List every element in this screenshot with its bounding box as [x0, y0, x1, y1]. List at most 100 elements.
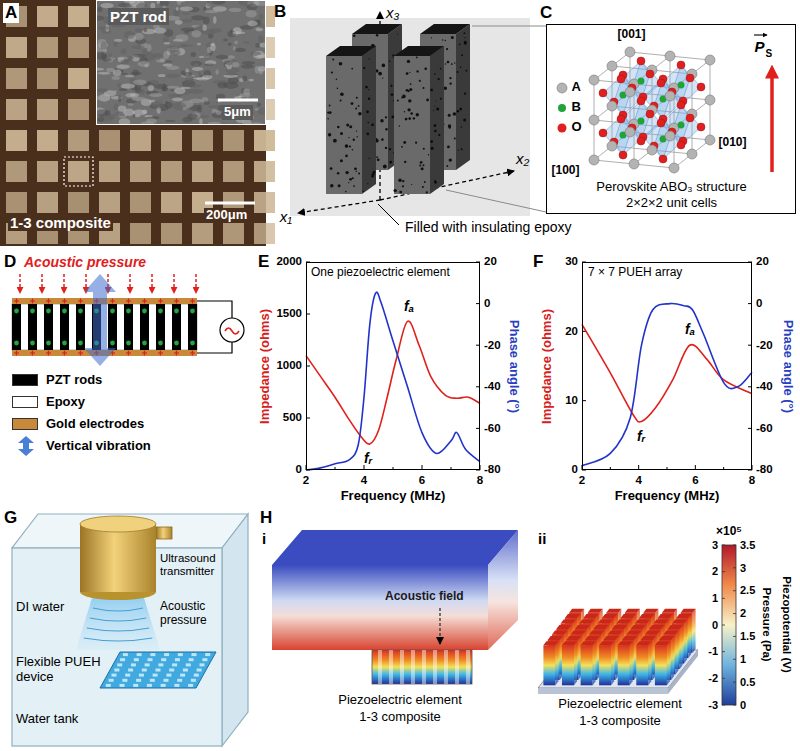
direction-label: [100] [552, 164, 580, 178]
sem-grain [191, 52, 196, 57]
pore [354, 167, 357, 170]
pore [356, 97, 358, 99]
charge-plus [80, 351, 81, 356]
sem-grain [192, 30, 202, 38]
oxygen-atom [686, 114, 694, 122]
tick-label: -3 [708, 699, 718, 712]
pore [426, 191, 428, 193]
sem-grain [175, 94, 183, 96]
pore [398, 179, 401, 182]
composite-pillar [223, 161, 244, 182]
label: Acoustic pressure [24, 254, 146, 270]
label: 200μm [204, 208, 249, 223]
composite-pillar [192, 223, 213, 244]
micrograph [0, 0, 275, 246]
oxygen-atom [697, 83, 705, 91]
rod-top [621, 614, 636, 618]
scale-bar [218, 99, 258, 102]
composite-pillar [130, 130, 151, 151]
polarization-symbol: S [766, 48, 773, 60]
pore [385, 116, 387, 118]
composite-pillar [192, 130, 213, 151]
sem-grain [211, 42, 215, 46]
pore [349, 125, 352, 128]
rod-top [583, 614, 598, 618]
sem-grain [209, 28, 222, 33]
charge-plus [16, 299, 17, 304]
sem-grain [141, 89, 145, 95]
sem-grain [206, 0, 210, 7]
charge-minus [158, 341, 163, 346]
pore [383, 165, 387, 169]
sem-grain [116, 64, 130, 69]
rod-top [548, 636, 563, 640]
pressure-arrow [151, 274, 153, 293]
sem-grain [133, 110, 147, 116]
axis-name: x₃ [386, 4, 399, 21]
tick-mark [733, 545, 736, 546]
pore [399, 191, 402, 194]
rod-side [456, 24, 470, 170]
sem-grain [231, 62, 239, 67]
legend-swatch [12, 374, 38, 386]
charge-plus [128, 299, 129, 304]
device-element [114, 669, 119, 672]
wave-front [84, 638, 153, 641]
rod-side [675, 630, 678, 674]
sem-grain [113, 90, 117, 93]
structure-caption: Perovskite ABO₃ structure [596, 180, 747, 195]
sem-grain [246, 10, 257, 18]
sem-grain [143, 28, 147, 32]
pore [459, 108, 462, 111]
pore [397, 34, 398, 35]
pore [402, 180, 404, 182]
structure-caption: 2×2×2 unit cells [626, 196, 717, 211]
sem-grain [182, 107, 186, 110]
sem-grain [131, 45, 144, 49]
device-element [125, 674, 130, 677]
device-element [194, 674, 199, 677]
phase-curve [582, 303, 752, 465]
rod-side [574, 641, 577, 685]
tick-label: 6 [419, 474, 425, 487]
a-site-atom [589, 75, 599, 85]
epoxy-gap [400, 650, 404, 684]
device-element [166, 674, 171, 677]
device-element [112, 674, 117, 677]
device-element [150, 653, 155, 656]
sem-grain [172, 102, 186, 110]
sem-grain [193, 78, 207, 80]
tick-label: -20 [484, 339, 501, 352]
oxygen-atom [617, 115, 625, 123]
charge-plus [64, 299, 65, 304]
charge-minus [78, 309, 83, 314]
pore [430, 140, 433, 143]
rod-side [667, 641, 670, 685]
device-element [197, 669, 202, 672]
panel-letter: A [3, 3, 19, 23]
composite-pillar [254, 161, 275, 182]
connector [156, 527, 172, 539]
oxygen-atom [617, 75, 625, 83]
device-element [147, 684, 152, 687]
tick-label: 20 [565, 325, 578, 338]
tick-label: 3 [740, 562, 746, 575]
composite-pillar [37, 68, 58, 89]
oxygen-atom [677, 141, 685, 149]
panel-letter: F [533, 252, 543, 272]
atom-key: A [572, 80, 581, 95]
pore [446, 48, 448, 50]
tick-label: 0 [740, 699, 746, 712]
leader-line [378, 204, 399, 225]
a-site-atom [607, 101, 617, 111]
rod-side [630, 641, 633, 685]
label: Flexible PUEH device [16, 655, 114, 685]
pore [406, 72, 409, 75]
pore [446, 165, 448, 167]
pore [340, 159, 343, 162]
substrate-edge [538, 688, 668, 694]
device-element [120, 684, 125, 687]
transducer-body [80, 524, 156, 592]
sem-grain [208, 105, 220, 108]
panel-letter: B [274, 2, 286, 22]
